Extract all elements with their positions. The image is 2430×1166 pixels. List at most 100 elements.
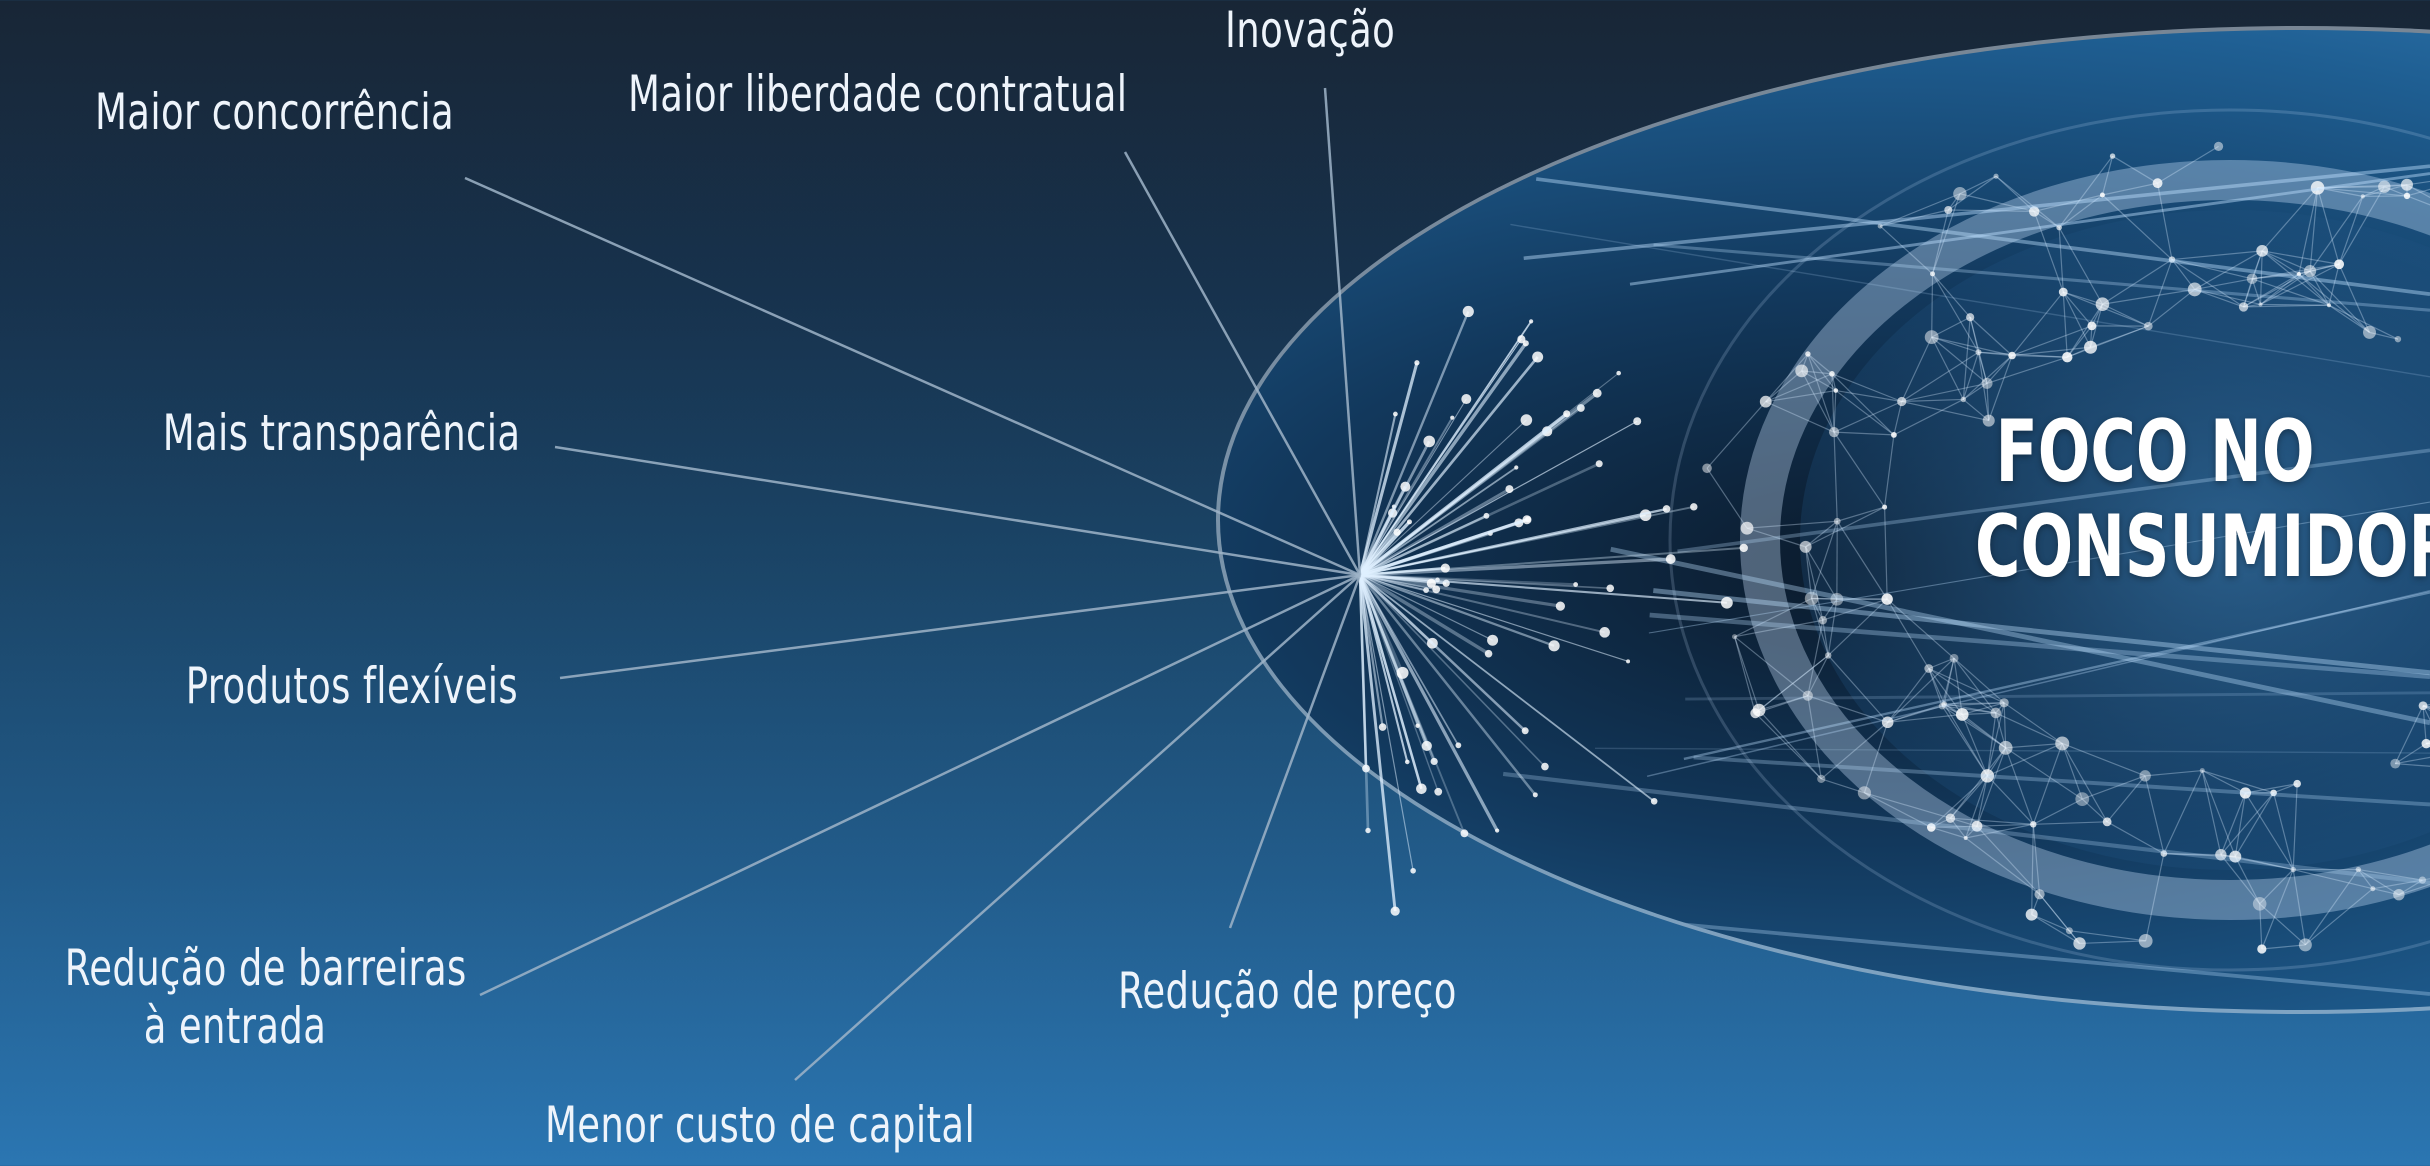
mesh-link <box>1931 273 1934 338</box>
mesh-node <box>1981 377 1993 389</box>
mesh-node <box>2075 792 2090 807</box>
mesh-node <box>2378 180 2391 193</box>
mesh-link <box>1932 273 1971 318</box>
light-ray-tip <box>1690 503 1698 511</box>
mesh-link <box>2338 186 2385 265</box>
mesh-link <box>2309 270 2370 333</box>
mesh-node <box>1817 774 1826 783</box>
light-ray-tip <box>1548 640 1560 652</box>
mesh-link <box>1941 705 2007 749</box>
mesh-link <box>2259 250 2263 305</box>
mesh-link <box>1887 713 1963 723</box>
mesh-node <box>2056 224 2062 231</box>
mesh-link <box>2066 325 2093 358</box>
mesh-link <box>1864 792 1951 819</box>
mesh-link <box>2406 184 2430 223</box>
mesh-link <box>1887 703 1945 723</box>
mesh-link <box>1962 352 1980 400</box>
mesh-link <box>1807 695 1822 779</box>
mesh-link <box>1706 467 1748 529</box>
light-ray <box>1358 362 1419 576</box>
light-ray-tip <box>1410 867 1416 874</box>
mesh-link <box>1959 193 2035 213</box>
mesh-node <box>2213 141 2224 151</box>
mesh-node <box>2138 933 2153 948</box>
mesh-link <box>2244 792 2294 870</box>
mesh-link <box>2102 303 2149 327</box>
mesh-node <box>1805 351 1811 357</box>
light-ray <box>1359 557 1671 577</box>
mesh-link <box>1811 597 1837 600</box>
mesh-node <box>2256 244 2269 257</box>
mesh-node <box>1999 698 2009 708</box>
mesh-link <box>2422 705 2430 769</box>
light-streak <box>1629 172 2430 286</box>
light-ray-tip <box>1362 764 1370 773</box>
mesh-node <box>1833 388 1839 393</box>
mesh-link <box>1833 400 1902 433</box>
mesh-link <box>2298 187 2319 275</box>
mesh-link <box>1811 598 1829 656</box>
mesh-node <box>2034 889 2045 900</box>
mesh-node <box>2296 271 2302 277</box>
light-ray <box>1359 419 1527 576</box>
light-ray <box>1359 514 1487 577</box>
mesh-link <box>1833 431 1886 508</box>
light-streak <box>1649 612 2430 680</box>
mesh-link <box>1978 351 2068 358</box>
mesh-link <box>2033 211 2064 293</box>
mesh-link <box>1734 619 1823 638</box>
mesh-node <box>2095 297 2110 312</box>
light-ray <box>1359 487 1511 577</box>
mesh-link <box>1988 355 2013 421</box>
mesh-link <box>1879 225 1933 275</box>
mesh-link <box>1835 390 1895 436</box>
mesh-link <box>1822 598 1838 621</box>
label-maior-concorrencia: Maior concorrência <box>95 83 455 141</box>
light-ray <box>1358 574 1423 790</box>
mesh-link <box>2201 770 2222 855</box>
light-ray <box>1359 518 1528 577</box>
mesh-link <box>1950 817 2034 825</box>
mesh-link <box>2062 291 2092 348</box>
mesh-link <box>2194 278 2253 291</box>
mesh-node <box>1949 653 1959 663</box>
mesh-link <box>1734 636 1809 697</box>
light-ray-tip <box>1665 554 1676 564</box>
mesh-link <box>1811 598 1824 621</box>
mesh-node <box>1857 786 1872 800</box>
consumer-focus-ellipse <box>1216 26 2430 1014</box>
mesh-link <box>2220 792 2246 855</box>
mesh-link <box>1976 775 1988 827</box>
light-ray-tip <box>1423 435 1436 448</box>
mesh-link <box>1901 400 1989 422</box>
mesh-link <box>2033 798 2083 825</box>
mesh-link <box>2090 325 2149 348</box>
light-ray-tip <box>1484 649 1493 658</box>
mesh-node <box>2160 850 2168 857</box>
mesh-link <box>1863 722 1889 793</box>
mesh-link <box>2058 227 2064 293</box>
light-ray <box>1358 342 1528 576</box>
light-ray-tip <box>1606 584 1615 593</box>
mesh-link <box>2106 821 2165 855</box>
mesh-link <box>2220 854 2261 905</box>
light-ray <box>1358 574 1370 831</box>
light-ray-tip <box>1633 417 1642 426</box>
mesh-link <box>1928 657 1955 670</box>
mesh-link <box>2079 940 2146 945</box>
mesh-link <box>2406 195 2430 223</box>
light-streak <box>1523 164 2430 261</box>
mesh-node <box>2187 282 2202 297</box>
mesh-link <box>1801 370 1835 433</box>
mesh-node <box>2390 758 2401 769</box>
mesh-link <box>2005 742 2063 749</box>
light-ray <box>1359 573 1561 608</box>
mesh-link <box>2005 747 2034 825</box>
mesh-link <box>1961 714 2007 749</box>
mesh-link <box>1880 209 1949 227</box>
mesh-link <box>1942 705 1996 714</box>
mesh-node <box>2029 206 2040 217</box>
mesh-node <box>1998 740 2013 755</box>
mesh-link <box>2163 770 2203 854</box>
